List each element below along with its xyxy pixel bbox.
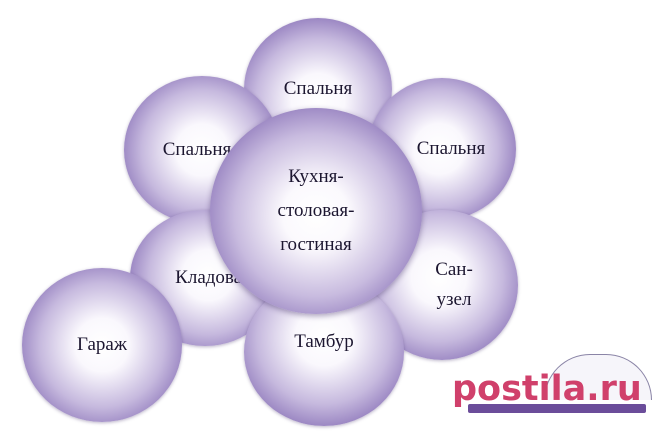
watermark-text: postila.ru <box>452 369 642 409</box>
vestibule-label: Тамбур <box>294 331 354 352</box>
bathroom-label: Сан- узел <box>435 259 473 310</box>
kitchen-dining-living-label: Кухня- столовая- гостиная <box>277 166 355 255</box>
postila-watermark: postila.ru <box>448 354 654 420</box>
garage-bubble: Гараж <box>22 268 182 422</box>
garage-label: Гараж <box>76 334 127 355</box>
bedroom-left-label: Спальня <box>162 139 232 160</box>
bedroom-top-label: Спальня <box>283 78 353 99</box>
bedroom-right-label: Спальня <box>416 138 486 159</box>
watermark-bar-shape <box>468 404 646 413</box>
kitchen-dining-living-bubble: Кухня- столовая- гостиная <box>210 108 422 314</box>
